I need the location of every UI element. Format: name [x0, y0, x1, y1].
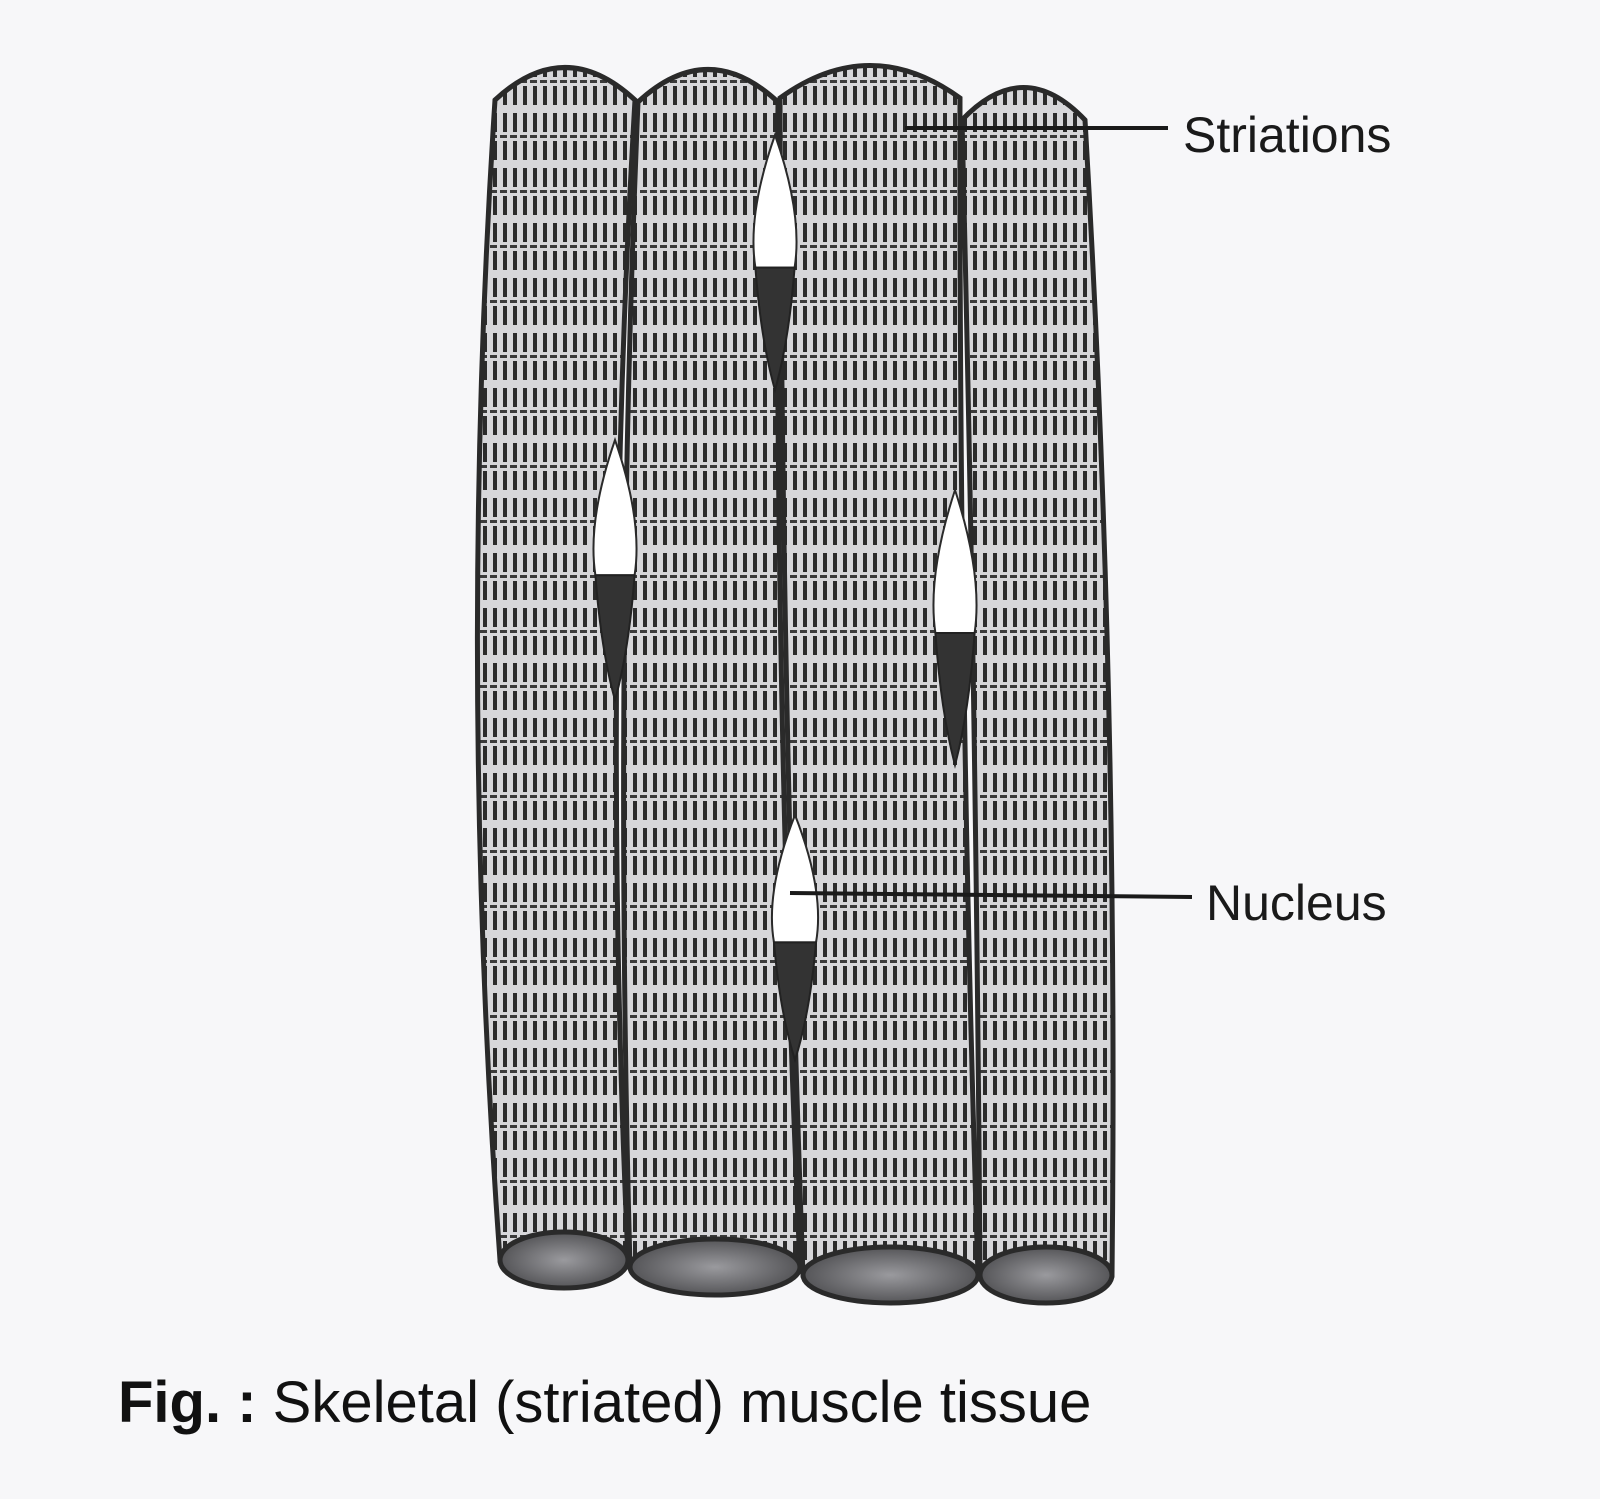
fiber-2-end	[627, 1236, 803, 1298]
striations-label: Striations	[1183, 107, 1392, 163]
fiber-4-body	[959, 85, 1116, 1278]
nucleus-3	[932, 486, 978, 769]
nucleus-label: Nucleus	[1206, 875, 1387, 931]
fiber-1	[474, 65, 638, 1291]
nucleus-leader-line	[789, 891, 1193, 899]
fiber-3-end	[800, 1244, 981, 1306]
fiber-2	[621, 67, 803, 1298]
fiber-1-end	[497, 1229, 631, 1291]
nucleus-4	[770, 812, 820, 1064]
nucleus-2	[592, 436, 638, 704]
nucleus-1	[752, 131, 798, 394]
caption-prefix: Fig. :	[118, 1370, 257, 1435]
fiber-4-end	[977, 1244, 1115, 1306]
caption-text: Skeletal (striated) muscle tissue	[272, 1370, 1092, 1435]
fiber-1-body	[474, 65, 638, 1263]
fiber-4	[959, 85, 1116, 1306]
fiber-3-body	[777, 63, 981, 1278]
figure-caption: Fig. : Skeletal (striated) muscle tissue	[118, 1374, 1091, 1432]
fiber-3	[777, 63, 981, 1306]
